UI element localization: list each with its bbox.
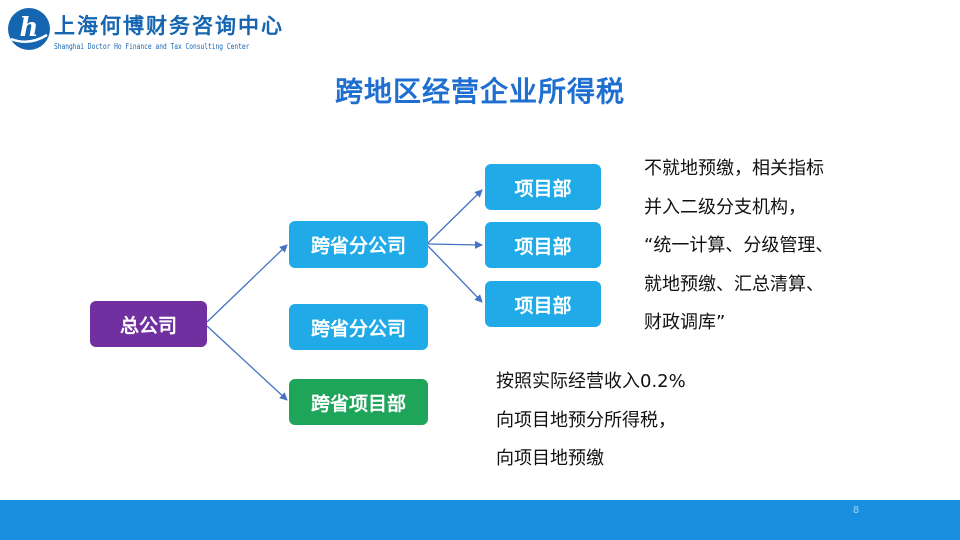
sub-project-box-1: 项目部 xyxy=(485,164,601,210)
arrow-branch-1-to-sub-project-2 xyxy=(427,240,483,249)
arrow-branch-1-to-sub-project-1 xyxy=(427,189,483,244)
arrow-branch-1-to-sub-project-3 xyxy=(427,245,483,303)
sub-project-box-2: 项目部 xyxy=(485,222,601,268)
branch-note-line: 财政调库” xyxy=(644,312,726,333)
arrow-head-office-to-project-dept xyxy=(206,325,288,401)
svg-text:h: h xyxy=(20,13,39,43)
slide-title: 跨地区经营企业所得税 xyxy=(334,75,625,108)
branch-company-box-2: 跨省分公司 xyxy=(289,304,428,350)
footer-bar xyxy=(0,500,960,540)
project-department-box: 跨省项目部 xyxy=(289,379,428,425)
project-note-line: 向项目地预缴 xyxy=(496,448,604,469)
branch-note-line: 并入二级分支机构， xyxy=(644,196,806,218)
project-note-line: 按照实际经营收入0.2% xyxy=(496,371,686,392)
company-name-cn: 上海何博财务咨询中心 xyxy=(54,13,284,38)
head-office-box: 总公司 xyxy=(90,301,207,347)
company-name-en: Shanghai Doctor Ho Finance and Tax Consu… xyxy=(54,42,250,51)
company-logo: h 上海何博财务咨询中心 Shanghai Doctor Ho Finance … xyxy=(6,6,306,56)
branch-note-line: 不就地预缴，相关指标 xyxy=(644,158,824,179)
branch-note: 不就地预缴，相关指标 并入二级分支机构， “统一计算、分级管理、 就地预缴、汇总… xyxy=(644,150,833,343)
sub-project-box-3: 项目部 xyxy=(485,281,601,327)
branch-company-box-1: 跨省分公司 xyxy=(289,221,428,268)
project-note-line: 向项目地预分所得税， xyxy=(496,409,676,431)
branch-note-line: “统一计算、分级管理、 xyxy=(644,235,834,256)
branch-note-line: 就地预缴、汇总清算、 xyxy=(644,273,824,295)
logo-h-icon: h xyxy=(8,8,50,50)
project-note: 按照实际经营收入0.2% 向项目地预分所得税， 向项目地预缴 xyxy=(496,363,686,479)
page-number: 8 xyxy=(852,505,860,516)
arrow-head-office-to-branch-1 xyxy=(206,244,288,323)
